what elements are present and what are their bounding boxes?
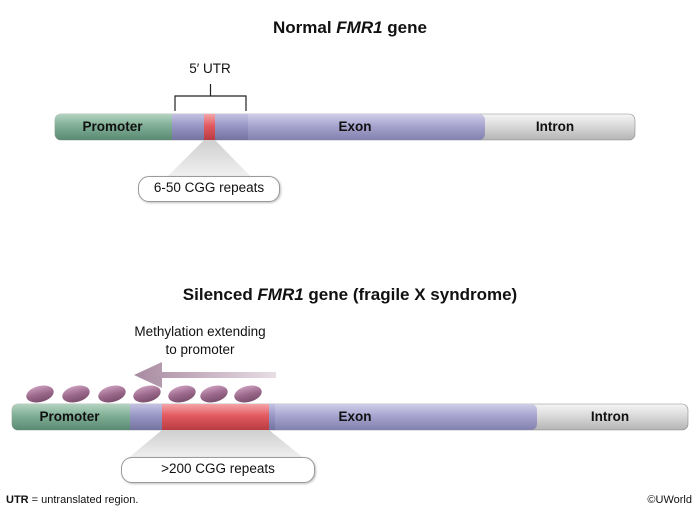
utr-bracket (174, 84, 247, 111)
intron-label-bottom: Intron (590, 409, 630, 424)
methyl-group (234, 385, 262, 403)
repeat-callout-pointer-bottom (126, 430, 306, 460)
methyl-group (168, 385, 196, 403)
promoter-label: Promoter (82, 119, 143, 134)
promoter-segment (55, 114, 172, 140)
normal-gene-title: Normal FMR1 gene (273, 18, 427, 37)
silenced-gene-title: Silenced FMR1 gene (fragile X syndrome) (182, 285, 518, 304)
repeat-callout-pointer (166, 140, 252, 178)
promoter-segment-bottom (12, 404, 130, 430)
utr-label: 5′ UTR (189, 61, 231, 76)
copyright-credit: ©UWorld (647, 494, 692, 506)
utr-footnote: UTR = untranslated region. (6, 494, 139, 506)
exon-label: Exon (338, 119, 372, 134)
expanded-repeats-callout: >200 CGG repeats (121, 457, 315, 483)
cgg-repeat-segment (204, 114, 215, 140)
methylation-note: Methylation extending to promoter (134, 324, 266, 357)
normal-repeats-callout: 6-50 CGG repeats (138, 176, 280, 202)
cgg-repeat-expansion (162, 404, 269, 430)
methyl-group (200, 385, 228, 403)
methyl-group (26, 385, 54, 403)
methyl-group (98, 385, 126, 403)
intron-label: Intron (535, 119, 575, 134)
exon-label-bottom: Exon (338, 409, 372, 424)
methylation-arrow (134, 362, 276, 388)
methyl-group (133, 385, 161, 403)
methyl-group (62, 385, 90, 403)
promoter-label-bottom: Promoter (39, 409, 100, 424)
methyl-groups (26, 385, 262, 403)
